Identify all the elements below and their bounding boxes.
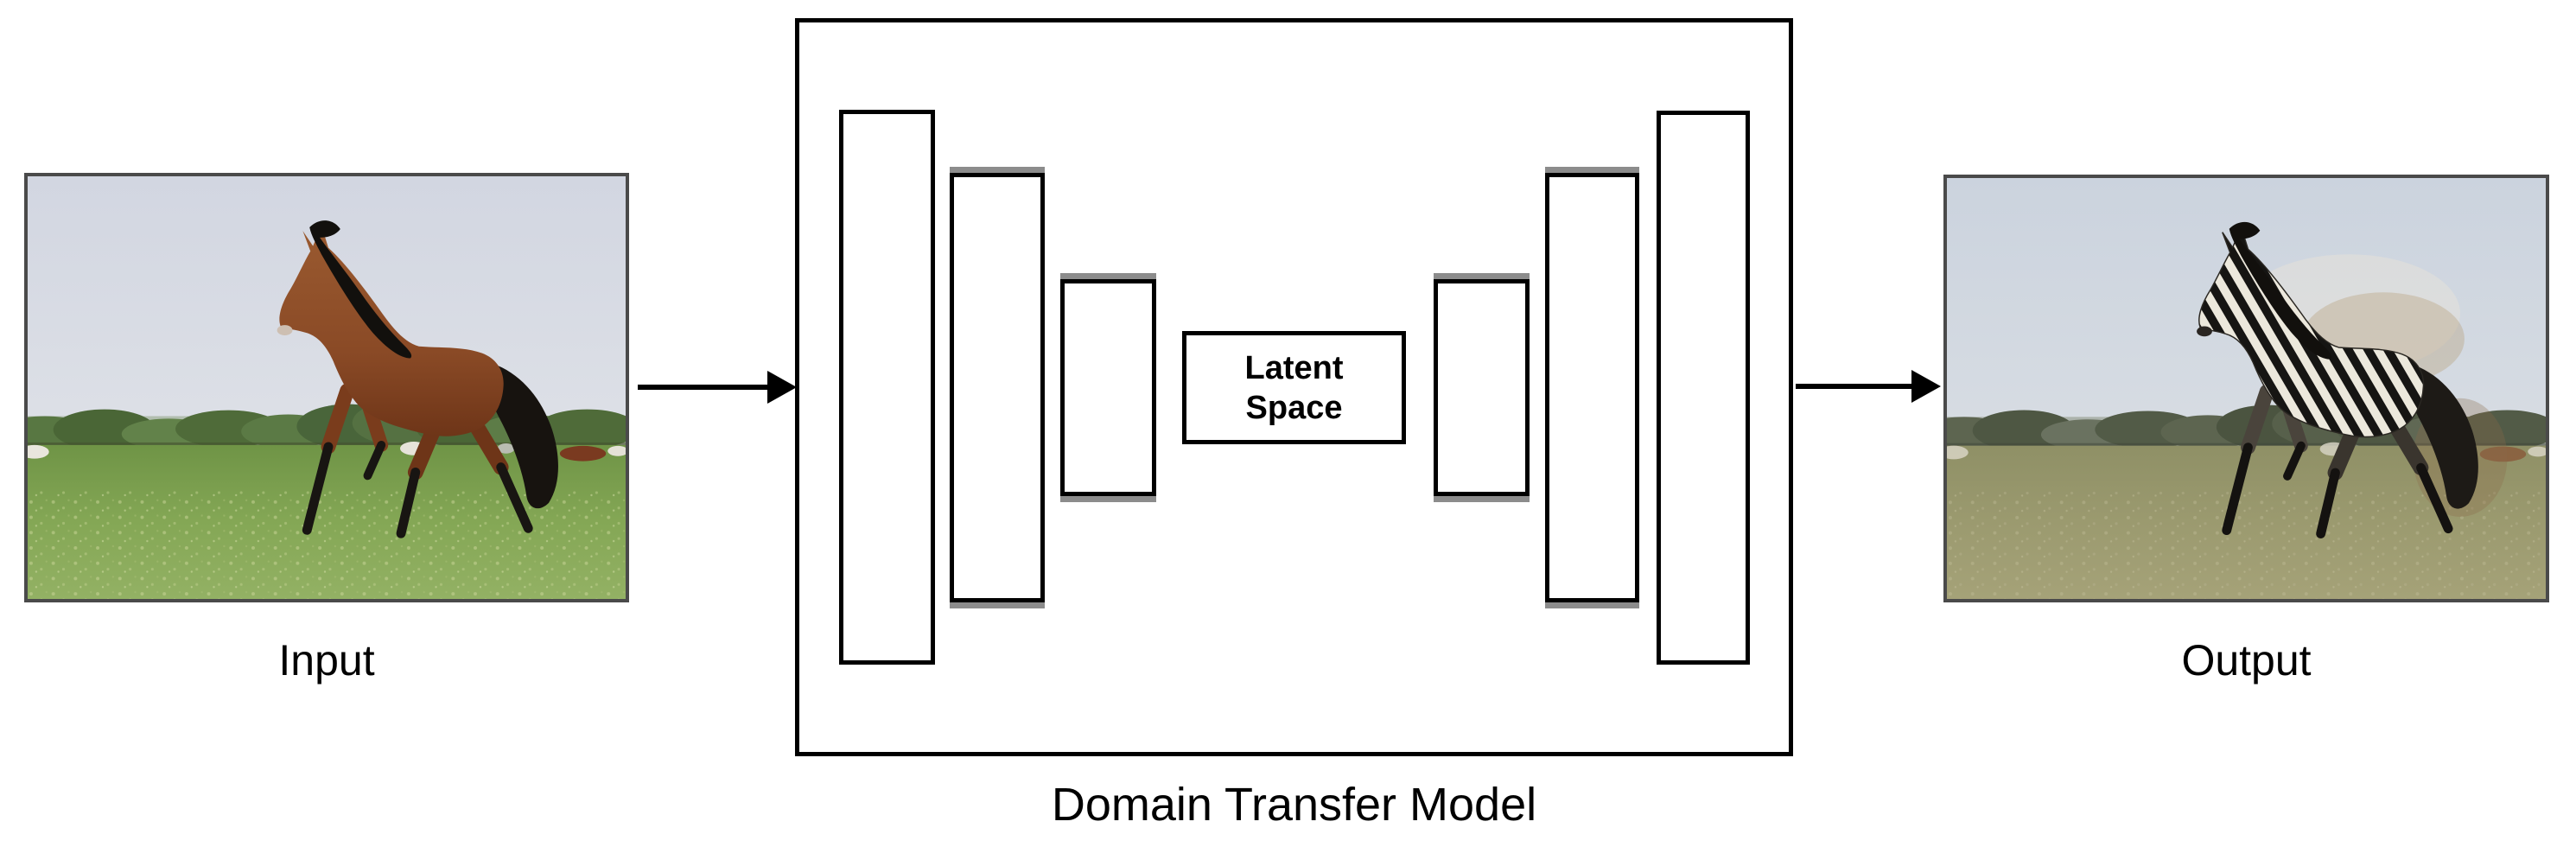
input-label: Input: [278, 636, 375, 685]
encoder-layer-2: [950, 173, 1045, 602]
zebra-legs: [2222, 384, 2453, 538]
distant-cattle: [1947, 442, 2546, 462]
input-photo: [24, 173, 629, 602]
decoder-layer-1: [1434, 279, 1530, 496]
horse-mane: [309, 220, 412, 359]
zebra-mane: [2229, 221, 2331, 360]
arrow-right-icon: [767, 371, 797, 404]
grass-texture: [1947, 491, 2546, 599]
decoder-layer-3: [1657, 111, 1750, 665]
zebra-muzzle: [2197, 326, 2212, 337]
horse-figure: [277, 220, 558, 538]
horse-legs: [302, 383, 533, 538]
output-photo-scene: [1947, 178, 2546, 599]
zebra-figure: [2197, 221, 2478, 538]
arrow-input-to-model-shaft: [638, 385, 771, 390]
arrow-right-icon: [1911, 370, 1941, 403]
encoder-layer-1: [839, 110, 935, 665]
grass-texture: [28, 491, 626, 599]
latent-space-label: Latent Space: [1244, 349, 1344, 426]
horse-muzzle: [277, 325, 293, 335]
model-label: Domain Transfer Model: [1051, 779, 1537, 831]
output-label: Output: [2181, 636, 2312, 685]
latent-space-box: Latent Space: [1182, 331, 1406, 444]
decoder-layer-2: [1545, 173, 1639, 602]
encoder-layer-3: [1060, 279, 1156, 496]
input-photo-scene: [28, 176, 626, 599]
output-photo: [1943, 175, 2549, 602]
arrow-model-to-output-shaft: [1796, 384, 1915, 389]
